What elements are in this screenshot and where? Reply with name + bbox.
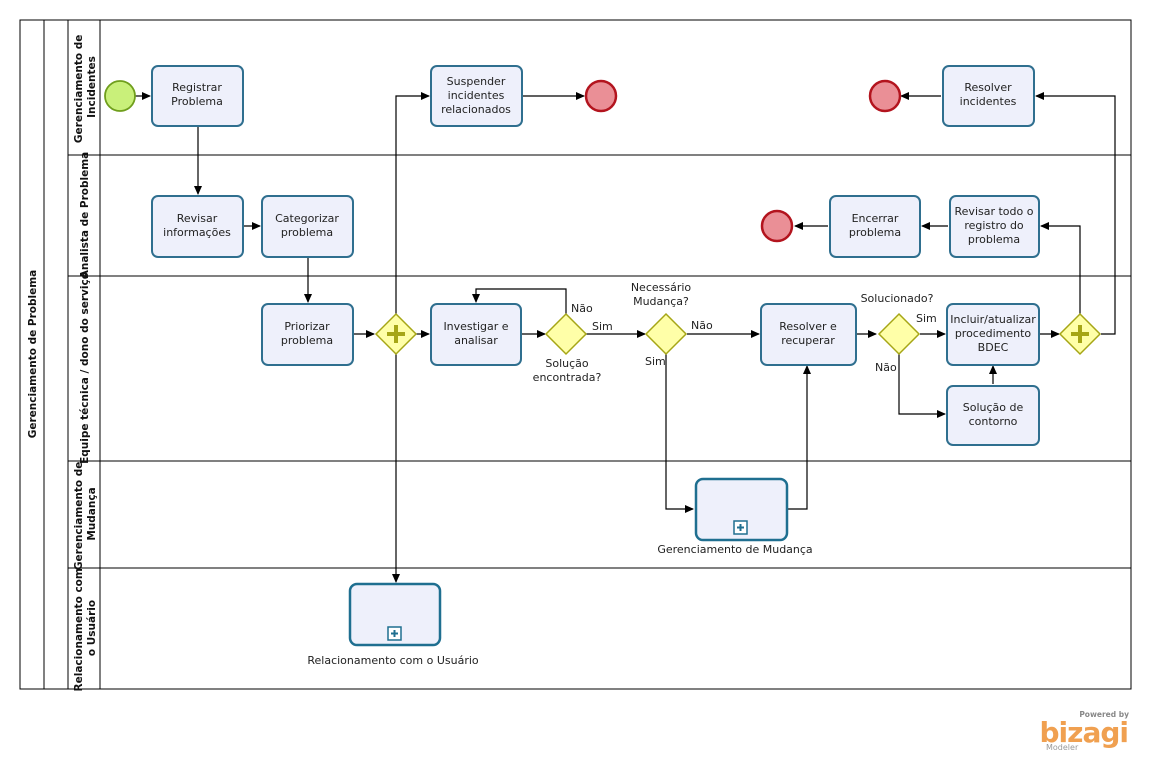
svg-text:Powered by: Powered by	[1079, 710, 1129, 719]
lane-label-mudanca: Gerenciamento de Mudança	[73, 458, 98, 570]
end-event-suspender[interactable]	[584, 79, 618, 113]
lane-label-incidentes: Gerenciamento de Incidentes	[73, 31, 98, 143]
svg-text:Modeler: Modeler	[1046, 743, 1079, 752]
pool: Gerenciamento de Problema	[19, 19, 1132, 690]
svg-text:Relacionamento com o Usuário: Relacionamento com o Usuário	[307, 654, 479, 667]
end-event-encerrar[interactable]	[760, 209, 794, 243]
lane-label-usuario: Relacionamento com o Usuário	[73, 565, 98, 692]
svg-text:Gerenciamento de Mudança: Gerenciamento de Mudança	[657, 543, 812, 556]
bizagi-logo: Powered by bizagi Modeler	[1040, 710, 1130, 752]
parallel-gateway-join[interactable]	[1058, 312, 1102, 356]
label-sim-solucionado: Sim	[916, 312, 937, 325]
svg-text:bizagi: bizagi	[1040, 716, 1128, 749]
label-nao-solucionado: Não	[875, 361, 897, 374]
lane-label-analista: Analista de Problema	[79, 152, 91, 279]
parallel-gateway-split[interactable]	[374, 312, 418, 356]
start-event[interactable]	[104, 80, 136, 112]
subprocess-gerenciamento-mudanca[interactable]: Gerenciamento de Mudança	[657, 477, 813, 556]
lane-label-equipe: Equipe técnica / dono do serviço	[79, 272, 91, 464]
label-sim-solucao: Sim	[592, 320, 613, 333]
pool-title: Gerenciamento de Problema	[27, 270, 39, 439]
label-nao-mudanca: Não	[691, 319, 713, 332]
sequence-flows	[135, 92, 1116, 583]
lane-labels: Gerenciamento de Incidentes Analista de …	[73, 31, 98, 692]
subprocess-relacionamento-usuario[interactable]: Relacionamento com o Usuário	[307, 582, 479, 667]
lane-separators	[68, 154, 1131, 569]
label-sim-mudanca: Sim	[645, 355, 666, 368]
end-event-incidentes[interactable]	[868, 79, 902, 113]
label-nao-solucao: Não	[571, 302, 593, 315]
svg-text:Solucionado?: Solucionado?	[861, 292, 934, 305]
gateway-solucionado[interactable]: Solucionado?	[861, 292, 934, 356]
